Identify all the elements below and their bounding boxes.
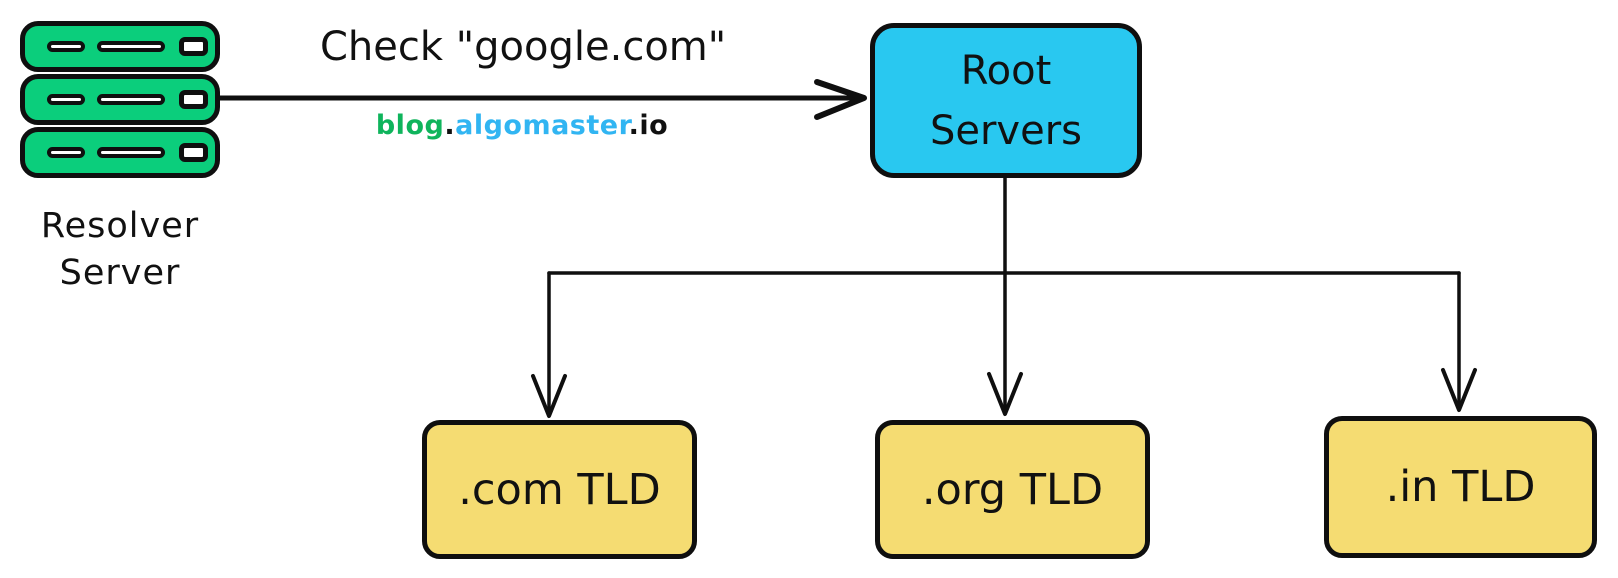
root-servers-node: Root Servers [870, 23, 1142, 178]
org-tld-node: .org TLD [875, 420, 1150, 559]
com-tld-label: .com TLD [458, 464, 661, 515]
watermark-blog: blog [375, 110, 445, 141]
server-slot-icon [97, 41, 165, 52]
server-stack-icon [20, 21, 220, 178]
arrow-down-head-com-icon [531, 374, 567, 418]
resolver-server-label: Resolver Server [8, 203, 232, 298]
server-slot-icon [47, 41, 85, 52]
watermark-dot: . [444, 110, 456, 141]
in-tld-label: .in TLD [1385, 462, 1536, 512]
watermark-io: io [639, 110, 669, 141]
com-tld-node: .com TLD [422, 420, 697, 559]
root-label-line2: Servers [929, 107, 1082, 154]
server-rack [20, 127, 220, 178]
request-arrow-label: Check "google.com" [320, 24, 727, 70]
org-tld-label: .org TLD [921, 464, 1104, 515]
server-rack [20, 74, 220, 125]
resolver-label-line1: Resolver [40, 206, 200, 246]
arrow-right-head-icon [814, 79, 867, 120]
watermark-algomaster: algomaster [455, 110, 629, 141]
server-rack [20, 21, 220, 72]
resolver-label-line2: Server [59, 253, 181, 294]
server-slot-icon [47, 94, 85, 105]
arrow-down-head-org-icon [987, 372, 1023, 416]
server-slot-icon [97, 147, 165, 158]
root-label-line1: Root [960, 47, 1052, 94]
server-slot-icon [97, 94, 165, 105]
watermark-dot: . [628, 110, 640, 141]
server-slot-icon [47, 147, 85, 158]
server-port-icon [179, 37, 208, 56]
arrow-down-head-in-icon [1441, 368, 1477, 412]
watermark-blog-algomaster-io: blog.algomaster.io [320, 110, 724, 141]
server-port-icon [179, 90, 208, 109]
server-port-icon [179, 143, 208, 162]
in-tld-node: .in TLD [1324, 416, 1597, 558]
